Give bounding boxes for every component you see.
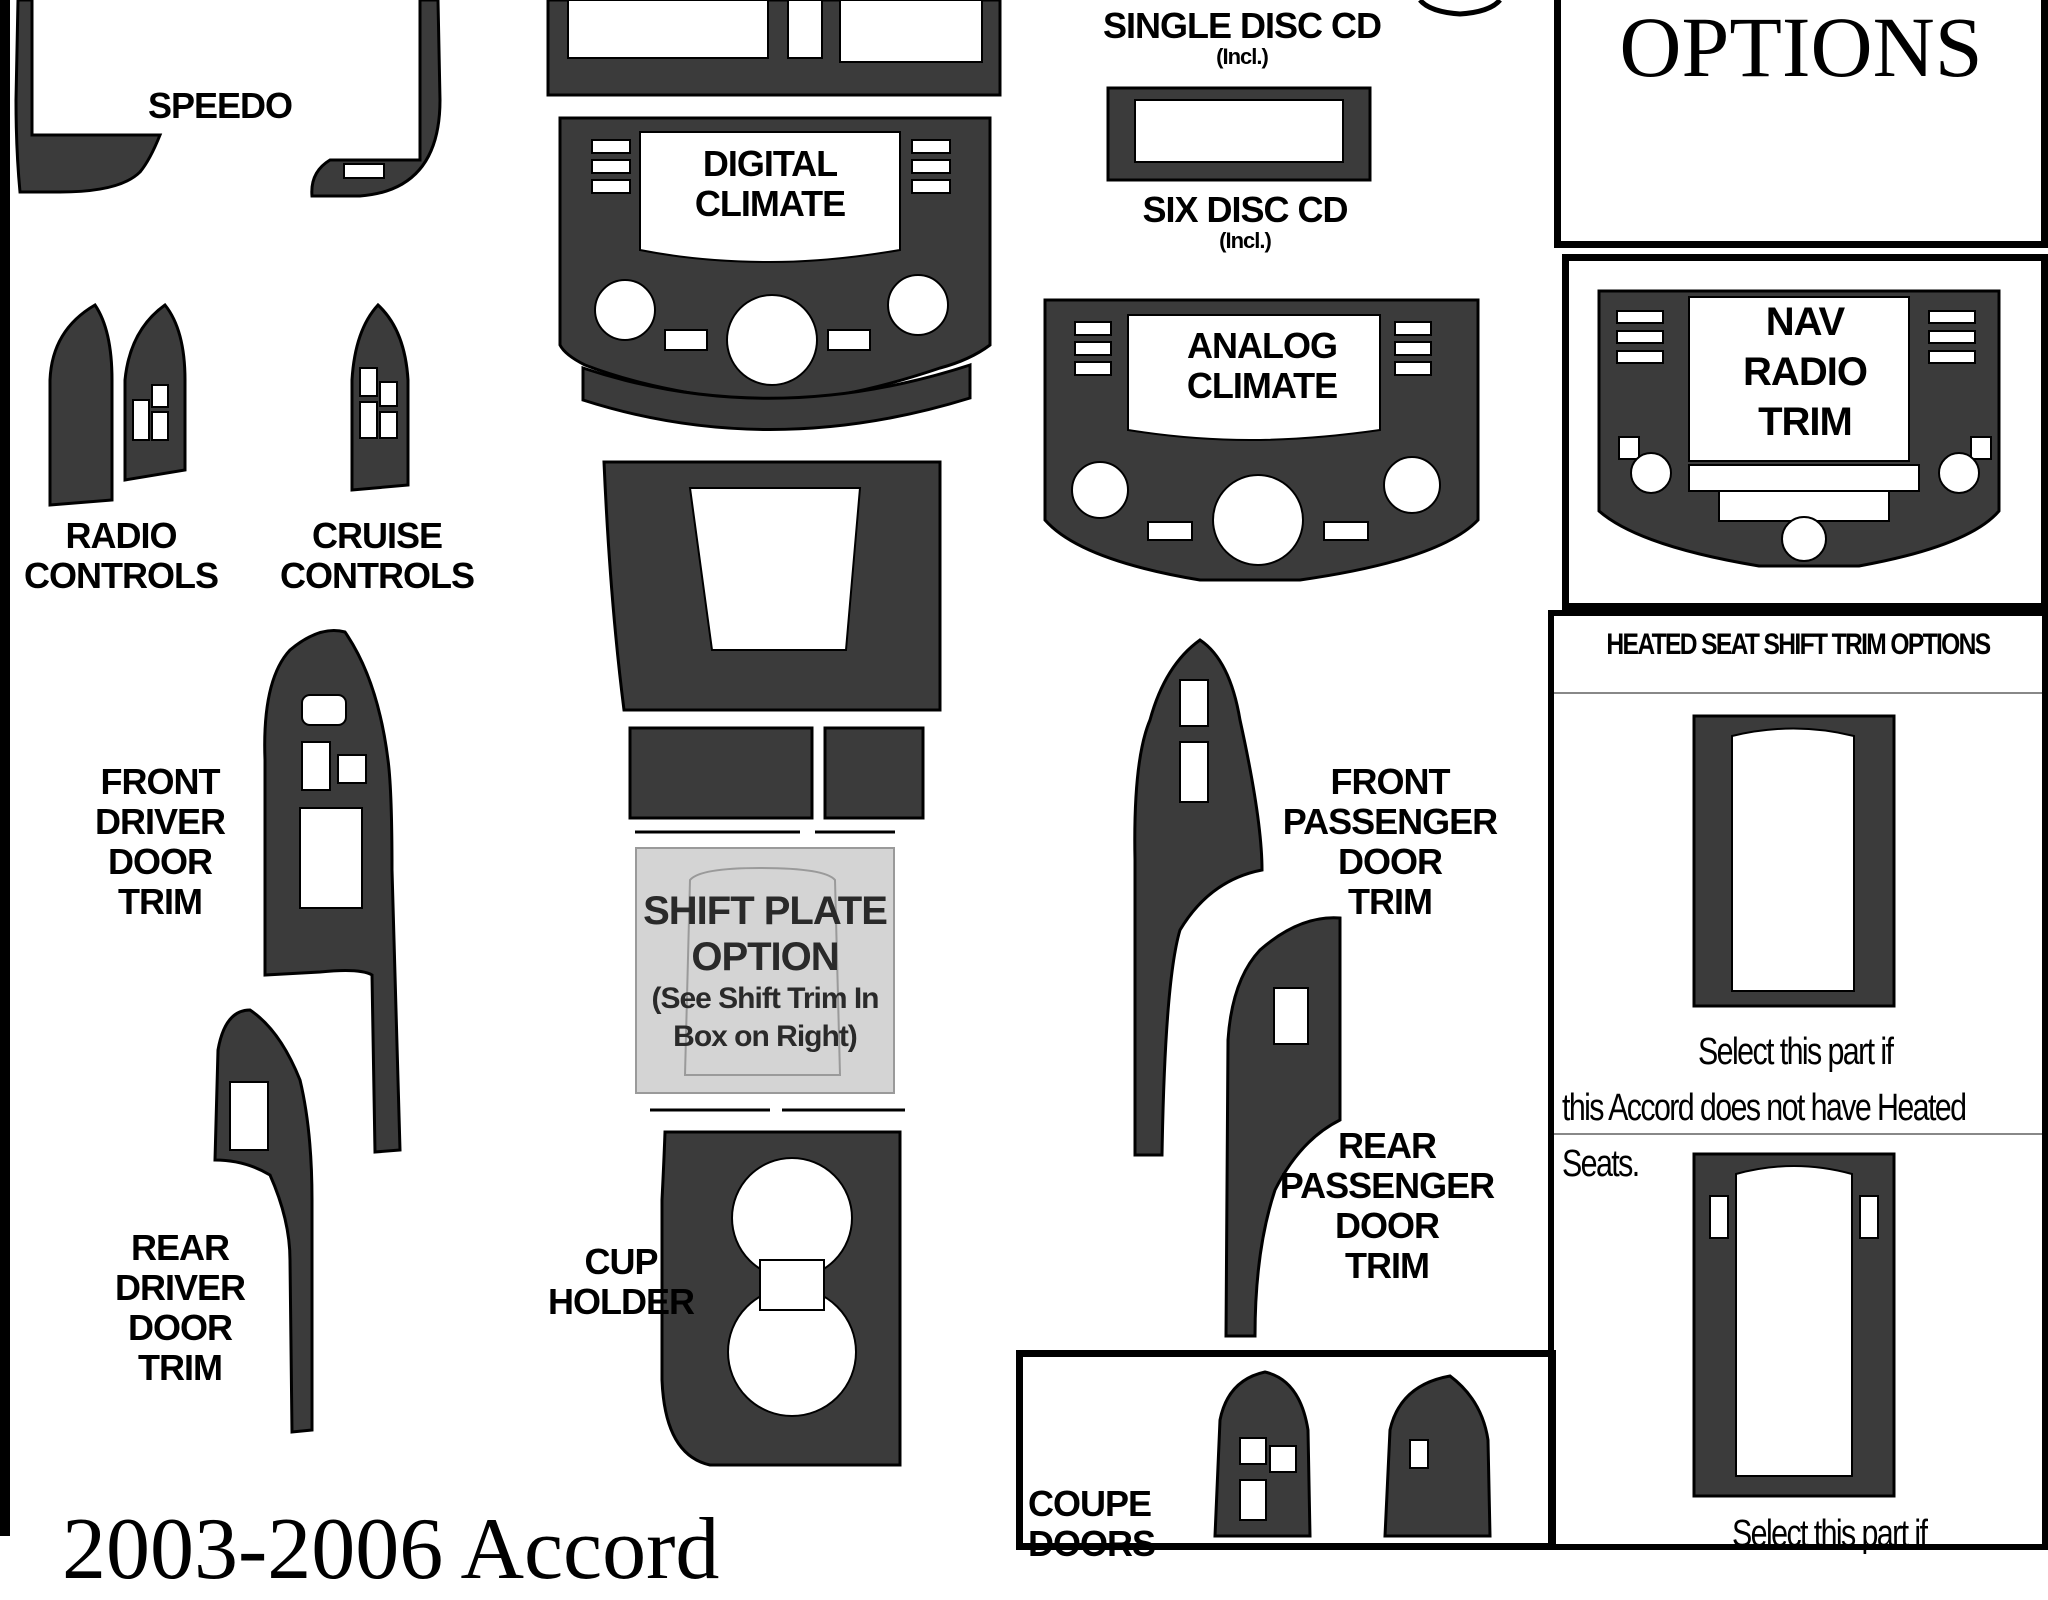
option1-line: this Accord does not have Heated [1562, 1087, 1967, 1129]
nav-radio-box: NAV RADIO TRIM [1562, 254, 2048, 610]
label-line: (See Shift Trim In [651, 982, 879, 1015]
digital-climate-label: DIGITAL CLIMATE [660, 144, 880, 224]
coupe-doors-label: COUPE DOORS [1028, 1483, 1188, 1564]
front-passenger-door-part [1133, 638, 1264, 1157]
radio-controls-part [48, 302, 187, 507]
label-line: CONTROLS [280, 555, 475, 596]
label-line: CONTROLS [24, 555, 219, 596]
analog-climate-part [1043, 298, 1480, 582]
cup-holder-label: CUP HOLDER [528, 1242, 714, 1322]
emblem-part [1418, 0, 1502, 17]
label-line: DOOR [1338, 841, 1443, 882]
label-line: CLIMATE [1186, 365, 1338, 406]
label-line: CRUISE [311, 515, 443, 556]
shift-plate-label: SHIFT PLATE OPTION (See Shift Trim In Bo… [610, 888, 920, 1056]
label-line: TRIM [118, 881, 203, 922]
cruise-controls-part [350, 302, 410, 492]
shift-plate-part [635, 847, 905, 1112]
options-box: OPTIONS [1554, 0, 2048, 248]
label-line: DIGITAL [702, 143, 838, 184]
six-disc-label: SIX DISC CD [1142, 189, 1348, 230]
six-disc-cd-part [1106, 86, 1372, 182]
front-driver-door-label: FRONT DRIVER DOOR TRIM [80, 762, 240, 922]
parts-diagram: .p { fill:#3b3b3b; stroke:#000; stroke-w… [0, 0, 1502, 1538]
digital-climate-part [558, 116, 992, 402]
option2-text: Select this part if [1732, 1513, 1928, 1555]
label-line: DRIVER [114, 1267, 246, 1308]
label-line: DOOR [128, 1307, 233, 1348]
single-disc-note: (Incl.) [1216, 44, 1269, 69]
label-line: TRIM [1345, 1245, 1430, 1286]
heated-seat-title: HEATED SEAT SHIFT TRIM OPTIONS [1606, 628, 1991, 661]
analog-climate-label: ANALOG CLIMATE [1152, 326, 1372, 406]
label-line: PASSENGER [1282, 801, 1498, 842]
options-title: OPTIONS [1619, 0, 1983, 95]
label-line: RADIO [65, 515, 178, 556]
coupe-doors-box [1016, 1350, 1556, 1550]
option1-line: Select this part if [1698, 1031, 1894, 1073]
front-driver-door-part [263, 629, 402, 1154]
six-disc-note: (Incl.) [1219, 228, 1272, 253]
label-line: OPTION [691, 935, 839, 979]
left-border [0, 0, 10, 1536]
label-line: COUPE [1028, 1483, 1152, 1524]
footer-title: 2003-2006 Accord [62, 1501, 720, 1598]
label-line: REAR [130, 1227, 230, 1268]
nav-radio-label: NAV RADIO TRIM [1719, 297, 1891, 447]
rear-driver-door-label: REAR DRIVER DOOR TRIM [100, 1228, 260, 1388]
coupe-doors-part [1213, 1370, 1492, 1538]
rear-passenger-door-label: REAR PASSENGER DOOR TRIM [1262, 1126, 1512, 1286]
divider [1554, 692, 2042, 694]
label-line: DOOR [108, 841, 213, 882]
heated-seat-box: HEATED SEAT SHIFT TRIM OPTIONS Select th… [1548, 610, 2048, 1554]
label-line: REAR [1337, 1125, 1437, 1166]
label-line: DOORS [1028, 1523, 1156, 1564]
label-line: FRONT [100, 761, 221, 802]
option1-text: Select this part if this Accord does not… [1562, 1024, 1967, 1192]
label-line: TRIM [138, 1347, 223, 1388]
label-line: DRIVER [94, 801, 226, 842]
single-disc-label: SINGLE DISC CD [1102, 5, 1382, 46]
nav-radio-part [1597, 289, 2001, 568]
label-line: ANALOG [1187, 325, 1338, 366]
label-line: Box on Right) [673, 1020, 858, 1053]
label-line: CUP [584, 1241, 658, 1282]
heated-seat-parts [1554, 714, 2042, 1498]
cup-holder-part [660, 1130, 902, 1467]
label-line: CLIMATE [694, 183, 846, 224]
speedo-label: SPEEDO [148, 85, 293, 126]
console-strip-part [581, 362, 972, 431]
rear-driver-door-part [213, 1008, 314, 1434]
rear-passenger-door-part [1224, 916, 1342, 1338]
label-line: HOLDER [548, 1281, 695, 1322]
nav-label-line: TRIM [1758, 400, 1853, 444]
label-line: PASSENGER [1279, 1165, 1495, 1206]
center-console-part [602, 460, 942, 834]
radio-bezel-part [546, 0, 1002, 97]
nav-label-line: RADIO [1743, 350, 1868, 394]
cruise-controls-label: CRUISE CONTROLS [262, 516, 492, 596]
front-passenger-door-label: FRONT PASSENGER DOOR TRIM [1265, 762, 1515, 922]
nav-label-line: NAV [1765, 300, 1845, 344]
option1-line: Seats. [1562, 1143, 1640, 1185]
label-line: TRIM [1348, 881, 1433, 922]
label-line: FRONT [1330, 761, 1451, 802]
radio-controls-label: RADIO CONTROLS [6, 516, 236, 596]
label-line: SHIFT PLATE [643, 889, 888, 933]
label-line: DOOR [1335, 1205, 1440, 1246]
speedo-part [14, 0, 442, 198]
